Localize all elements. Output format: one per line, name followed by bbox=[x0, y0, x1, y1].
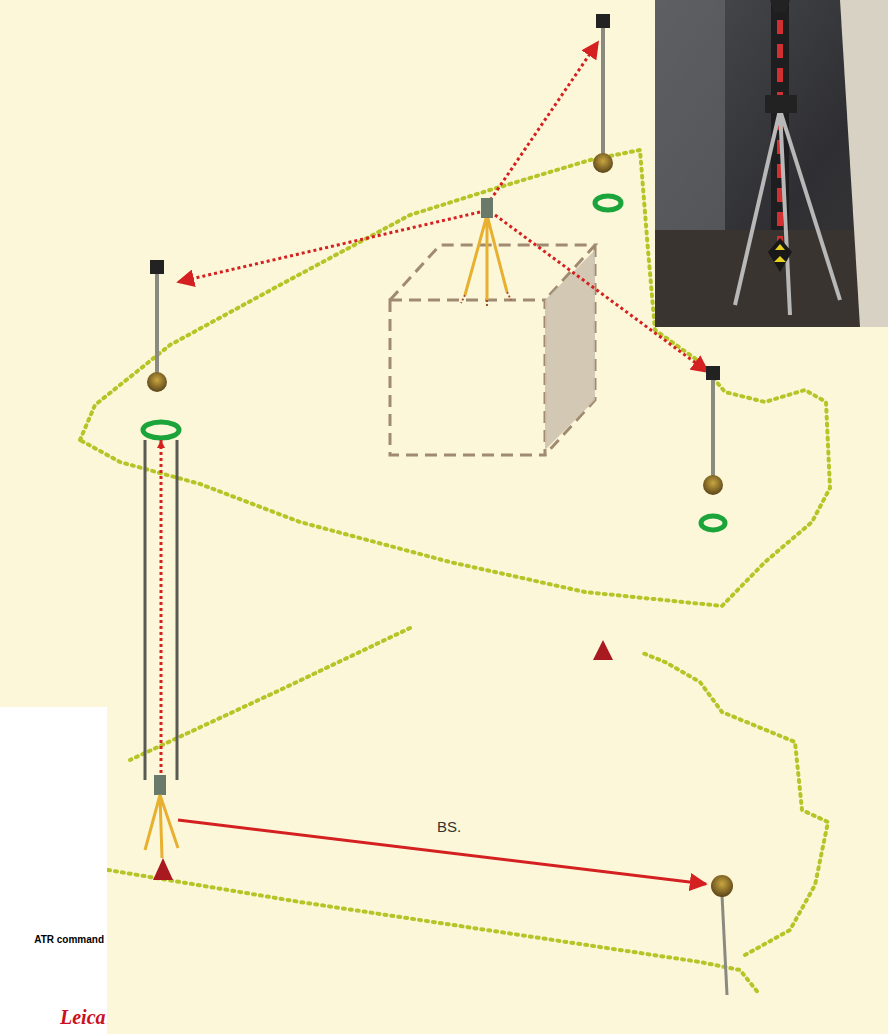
caption-panel bbox=[0, 707, 107, 1034]
long-pole bbox=[145, 440, 177, 780]
obstacle-cube bbox=[390, 245, 595, 455]
tripod-station bbox=[461, 198, 511, 308]
backsight-label: BS. bbox=[437, 818, 461, 835]
prism-pole bbox=[147, 14, 723, 495]
control-point bbox=[593, 640, 613, 660]
cube-face bbox=[545, 250, 595, 450]
brand-logo: Leica bbox=[60, 1006, 106, 1029]
caption-text: ATR command bbox=[34, 934, 104, 945]
prism-pole bbox=[711, 875, 733, 995]
target-ring bbox=[143, 196, 725, 530]
tripod-station bbox=[145, 775, 178, 880]
region-outline bbox=[108, 628, 828, 995]
photo-inset bbox=[655, 0, 888, 327]
sight-line bbox=[178, 42, 708, 372]
